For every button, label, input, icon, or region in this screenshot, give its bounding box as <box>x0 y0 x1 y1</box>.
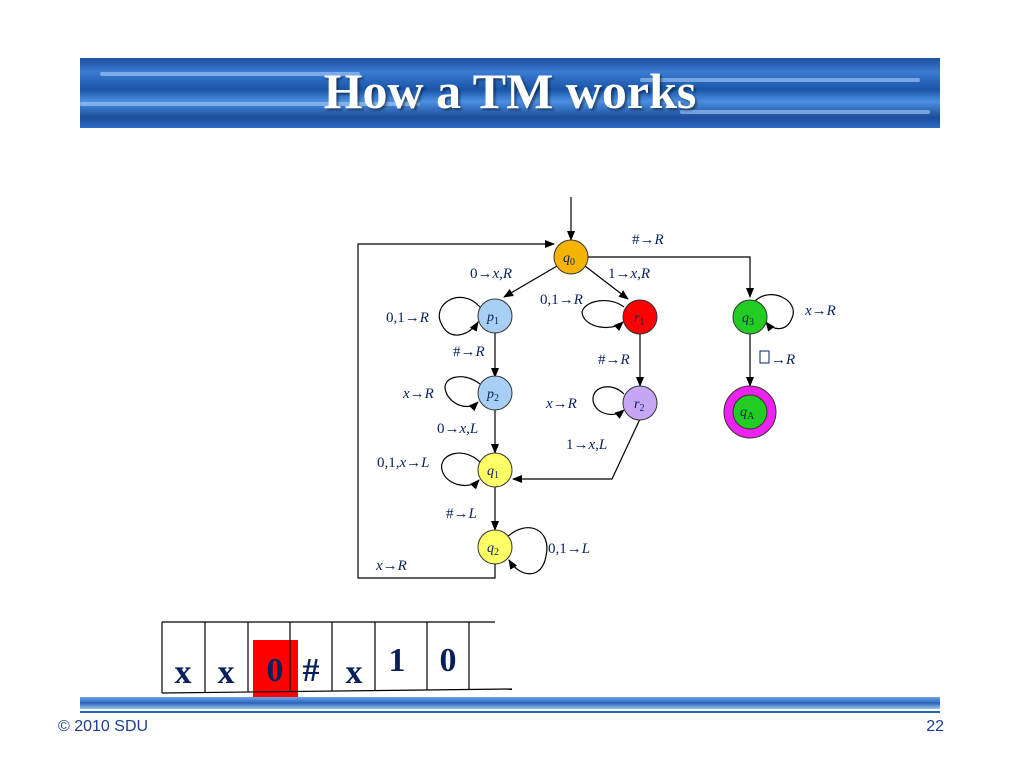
state-label-r1: r1 <box>634 311 644 328</box>
title-banner: How a TM works <box>80 58 940 128</box>
label-p2-q1: 0→x,L <box>437 421 478 437</box>
state-q0 <box>553 239 589 275</box>
label-q1-q2: #→L <box>446 506 477 522</box>
label-r1-r2: #→R <box>598 352 630 368</box>
svg-text:→R: →R <box>771 352 795 368</box>
loop-q2 <box>506 527 548 575</box>
loop-q3 <box>754 294 794 332</box>
loop-r2 <box>592 386 625 419</box>
label-q1-loop: 0,1,x→L <box>377 455 430 471</box>
label-q2-loop: 0,1→L <box>548 541 590 557</box>
state-label-p1: p1 <box>486 310 499 327</box>
blank-symbol-box <box>759 350 770 364</box>
edge-r2-q1 <box>512 418 641 483</box>
state-p1 <box>477 298 513 334</box>
tape-cell: x <box>346 654 363 691</box>
slide-title: How a TM works <box>323 63 697 119</box>
label-p2-loop: x→R <box>402 386 434 402</box>
loop-p2 <box>444 376 481 412</box>
tape-bottom-edge <box>161 688 513 694</box>
tape-cell: 1 <box>389 642 406 679</box>
label-r2-q1: 1→x,L <box>566 437 607 453</box>
state-q3 <box>732 299 768 335</box>
edge-q0-r1 <box>584 265 629 300</box>
tape-cell-head: 0 <box>267 652 284 689</box>
label-q0-q3: #→R <box>632 232 664 248</box>
state-r1 <box>622 299 658 335</box>
footer-band <box>80 697 940 709</box>
footer-rule <box>80 711 940 713</box>
tape-cell: # <box>303 652 320 689</box>
state-r2 <box>622 385 658 421</box>
edge-q0-q3 <box>587 256 754 298</box>
tape-cell: x <box>218 654 235 691</box>
state-label-q3: q3 <box>742 311 754 328</box>
label-q3-qA: →R <box>759 350 795 368</box>
tape-cell: 0 <box>440 642 457 679</box>
loop-q1 <box>441 452 481 490</box>
state-label-r2: r2 <box>634 397 644 414</box>
edge-q2-q0 <box>357 240 555 579</box>
tape: x x 0 # x 1 0 <box>161 621 513 698</box>
label-r2-loop: x→R <box>545 396 577 412</box>
label-q0-r1: 1→x,R <box>608 266 650 282</box>
state-label-qA: qA <box>740 405 755 422</box>
state-q2 <box>477 529 513 565</box>
state-q1 <box>477 452 513 488</box>
tape-cell: x <box>175 654 192 691</box>
state-label-p2: p2 <box>486 387 499 404</box>
loop-r1 <box>581 299 625 332</box>
state-qA <box>732 394 768 430</box>
label-q0-p1: 0→x,R <box>470 266 512 282</box>
label-p1-loop: 0,1→R <box>386 310 429 326</box>
state-p2 <box>477 375 513 411</box>
label-q2-q0: x→R <box>375 558 407 574</box>
loop-p1 <box>438 296 481 336</box>
page-number: 22 <box>926 718 944 735</box>
copyright-text: © 2010 SDU <box>58 718 149 735</box>
label-q3-loop: x→R <box>804 303 836 319</box>
edge-q0-p1 <box>503 265 558 298</box>
state-label-q1: q1 <box>487 464 499 481</box>
label-r1-loop: 0,1→R <box>540 292 583 308</box>
state-label-q2: q2 <box>487 541 499 558</box>
label-p1-p2: #→R <box>453 344 485 360</box>
state-label-q0: q0 <box>563 251 575 268</box>
